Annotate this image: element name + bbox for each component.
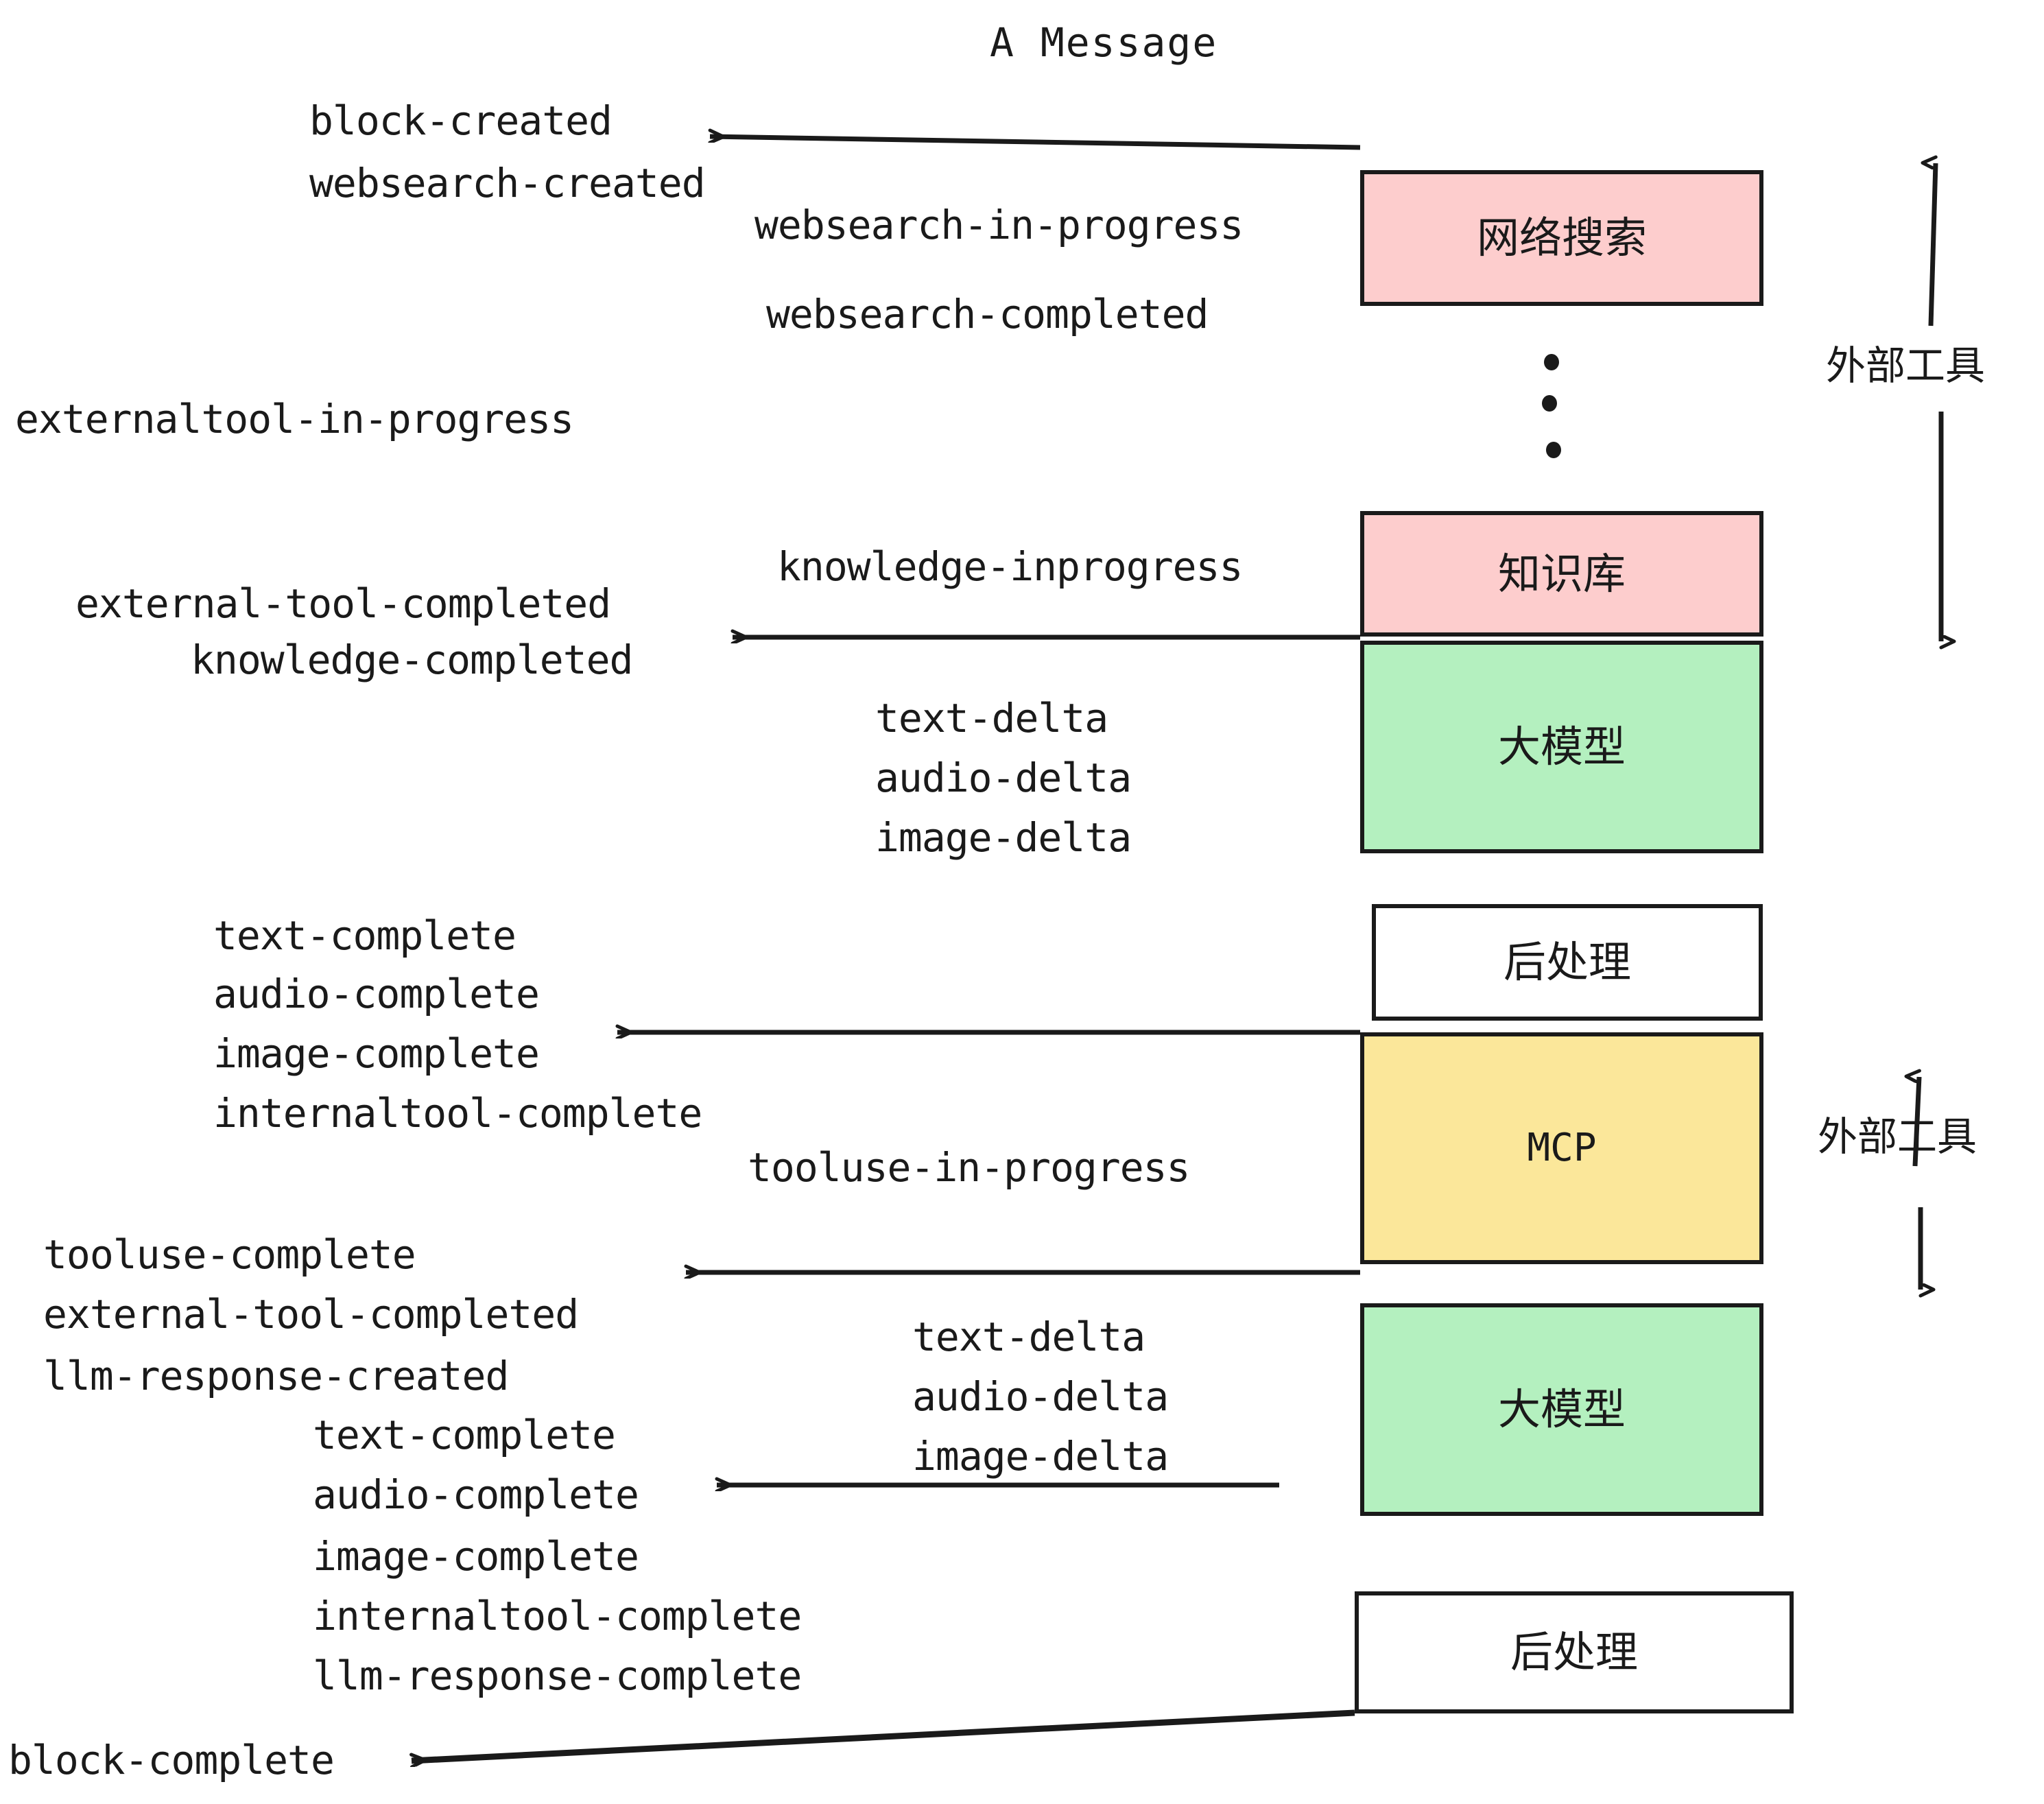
event-knowledge-inprogress: knowledge-inprogress bbox=[777, 543, 1243, 590]
event-block-complete: block-complete bbox=[8, 1737, 335, 1783]
event-text-complete-1: text-complete bbox=[213, 912, 516, 959]
node-websearch-label: 网络搜索 bbox=[1476, 213, 1647, 263]
arrow-block-complete bbox=[412, 1709, 1355, 1761]
arrow-block-created bbox=[710, 137, 1361, 150]
event-audio-complete-1: audio-complete bbox=[213, 971, 540, 1017]
diagram-title: A Message bbox=[990, 19, 1218, 66]
node-knowledge[interactable]: 知识库 bbox=[1360, 511, 1763, 637]
node-llm-2-label: 大模型 bbox=[1497, 1384, 1626, 1434]
node-llm-2[interactable]: 大模型 bbox=[1360, 1303, 1763, 1516]
event-externaltool-in-progress: externaltool-in-progress bbox=[15, 396, 574, 442]
event-text-complete-2: text-complete bbox=[313, 1412, 616, 1458]
event-internaltool-complete-2: internaltool-complete bbox=[313, 1593, 802, 1639]
event-external-tool-completed-2: external-tool-completed bbox=[43, 1291, 579, 1338]
event-image-delta-2: image-delta bbox=[912, 1433, 1169, 1480]
event-llm-response-complete: llm-response-complete bbox=[313, 1652, 802, 1699]
node-postprocess-1-label: 后处理 bbox=[1503, 937, 1631, 987]
event-text-delta-2: text-delta bbox=[912, 1314, 1145, 1360]
node-mcp[interactable]: MCP bbox=[1360, 1032, 1763, 1264]
event-llm-response-created: llm-response-created bbox=[43, 1353, 509, 1399]
event-websearch-created: websearch-created bbox=[309, 160, 706, 206]
event-block-created: block-created bbox=[309, 97, 613, 144]
node-postprocess-2[interactable]: 后处理 bbox=[1355, 1591, 1794, 1713]
ellipsis-dot-3 bbox=[1546, 442, 1561, 458]
ellipsis-dot-1 bbox=[1544, 354, 1559, 370]
node-postprocess-1[interactable]: 后处理 bbox=[1372, 904, 1763, 1021]
group-label-external-tools-top: 外部工具 bbox=[1826, 342, 1986, 389]
node-websearch[interactable]: 网络搜索 bbox=[1360, 170, 1763, 306]
event-text-delta-1: text-delta bbox=[875, 695, 1108, 741]
event-websearch-in-progress: websearch-in-progress bbox=[754, 202, 1244, 248]
event-image-complete-1: image-complete bbox=[213, 1030, 540, 1077]
event-external-tool-completed-1: external-tool-completed bbox=[75, 580, 611, 627]
event-audio-delta-1: audio-delta bbox=[875, 755, 1132, 801]
node-mcp-label: MCP bbox=[1527, 1126, 1597, 1170]
event-tooluse-in-progress: tooluse-in-progress bbox=[748, 1144, 1190, 1191]
event-image-delta-1: image-delta bbox=[875, 814, 1132, 861]
arrow-external-tools-top-up bbox=[1931, 163, 1938, 327]
event-image-complete-2: image-complete bbox=[313, 1533, 639, 1580]
node-postprocess-2-label: 后处理 bbox=[1510, 1627, 1638, 1677]
node-llm-1-label: 大模型 bbox=[1497, 722, 1626, 772]
event-tooluse-complete: tooluse-complete bbox=[43, 1231, 416, 1278]
event-audio-complete-2: audio-complete bbox=[313, 1471, 639, 1518]
group-label-external-tools-bottom: 外部工具 bbox=[1818, 1113, 1977, 1160]
event-websearch-completed: websearch-completed bbox=[766, 291, 1209, 337]
node-llm-1[interactable]: 大模型 bbox=[1360, 641, 1763, 853]
node-knowledge-label: 知识库 bbox=[1497, 548, 1626, 599]
event-audio-delta-2: audio-delta bbox=[912, 1373, 1169, 1420]
event-knowledge-completed: knowledge-completed bbox=[191, 637, 633, 683]
event-internaltool-complete-1: internaltool-complete bbox=[213, 1090, 702, 1137]
ellipsis-dot-2 bbox=[1542, 395, 1557, 412]
